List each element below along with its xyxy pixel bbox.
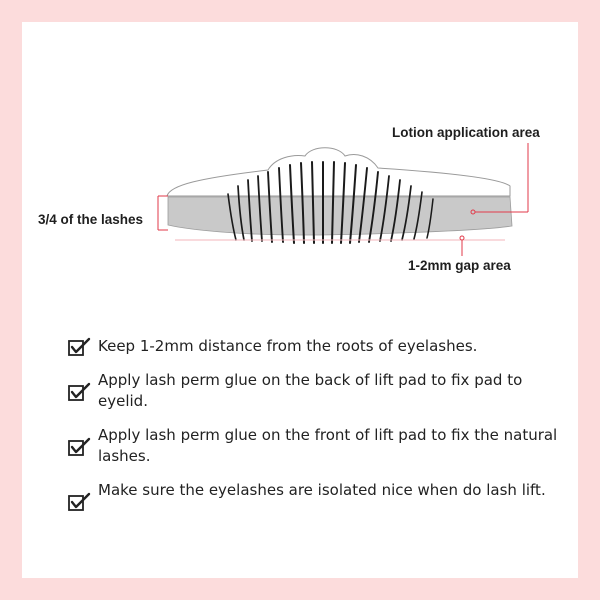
lift-pad-outline xyxy=(166,147,511,197)
checkbox-checked-icon xyxy=(68,337,91,356)
tip-item: Keep 1-2mm distance from the roots of ey… xyxy=(68,336,568,357)
lash-lift-pad-diagram xyxy=(157,143,529,256)
tips-list: Keep 1-2mm distance from the roots of ey… xyxy=(68,336,568,514)
tip-text: Make sure the eyelashes are isolated nic… xyxy=(98,481,546,499)
tip-text: Keep 1-2mm distance from the roots of ey… xyxy=(98,337,478,355)
lash-coverage-label: 3/4 of the lashes xyxy=(38,212,144,227)
checkbox-checked-icon xyxy=(68,437,91,456)
eyelashes xyxy=(227,161,434,244)
checkbox-checked-icon xyxy=(68,492,91,511)
content-card xyxy=(22,22,578,578)
tip-item: Apply lash perm glue on the back of lift… xyxy=(68,370,568,412)
tip-text: Apply lash perm glue on the front of lif… xyxy=(98,426,558,465)
lotion-application-area xyxy=(167,196,513,236)
lotion-area-leader xyxy=(470,143,529,215)
tip-item: Apply lash perm glue on the front of lif… xyxy=(68,425,568,467)
tip-item: Make sure the eyelashes are isolated nic… xyxy=(68,480,568,511)
gap-area-label: 1-2mm gap area xyxy=(408,258,511,273)
lash-coverage-bracket xyxy=(157,195,168,231)
lotion-area-label: Lotion application area xyxy=(392,125,540,140)
gap-area-leader xyxy=(459,235,465,256)
tip-text: Apply lash perm glue on the back of lift… xyxy=(98,371,523,410)
checkbox-checked-icon xyxy=(68,382,91,401)
